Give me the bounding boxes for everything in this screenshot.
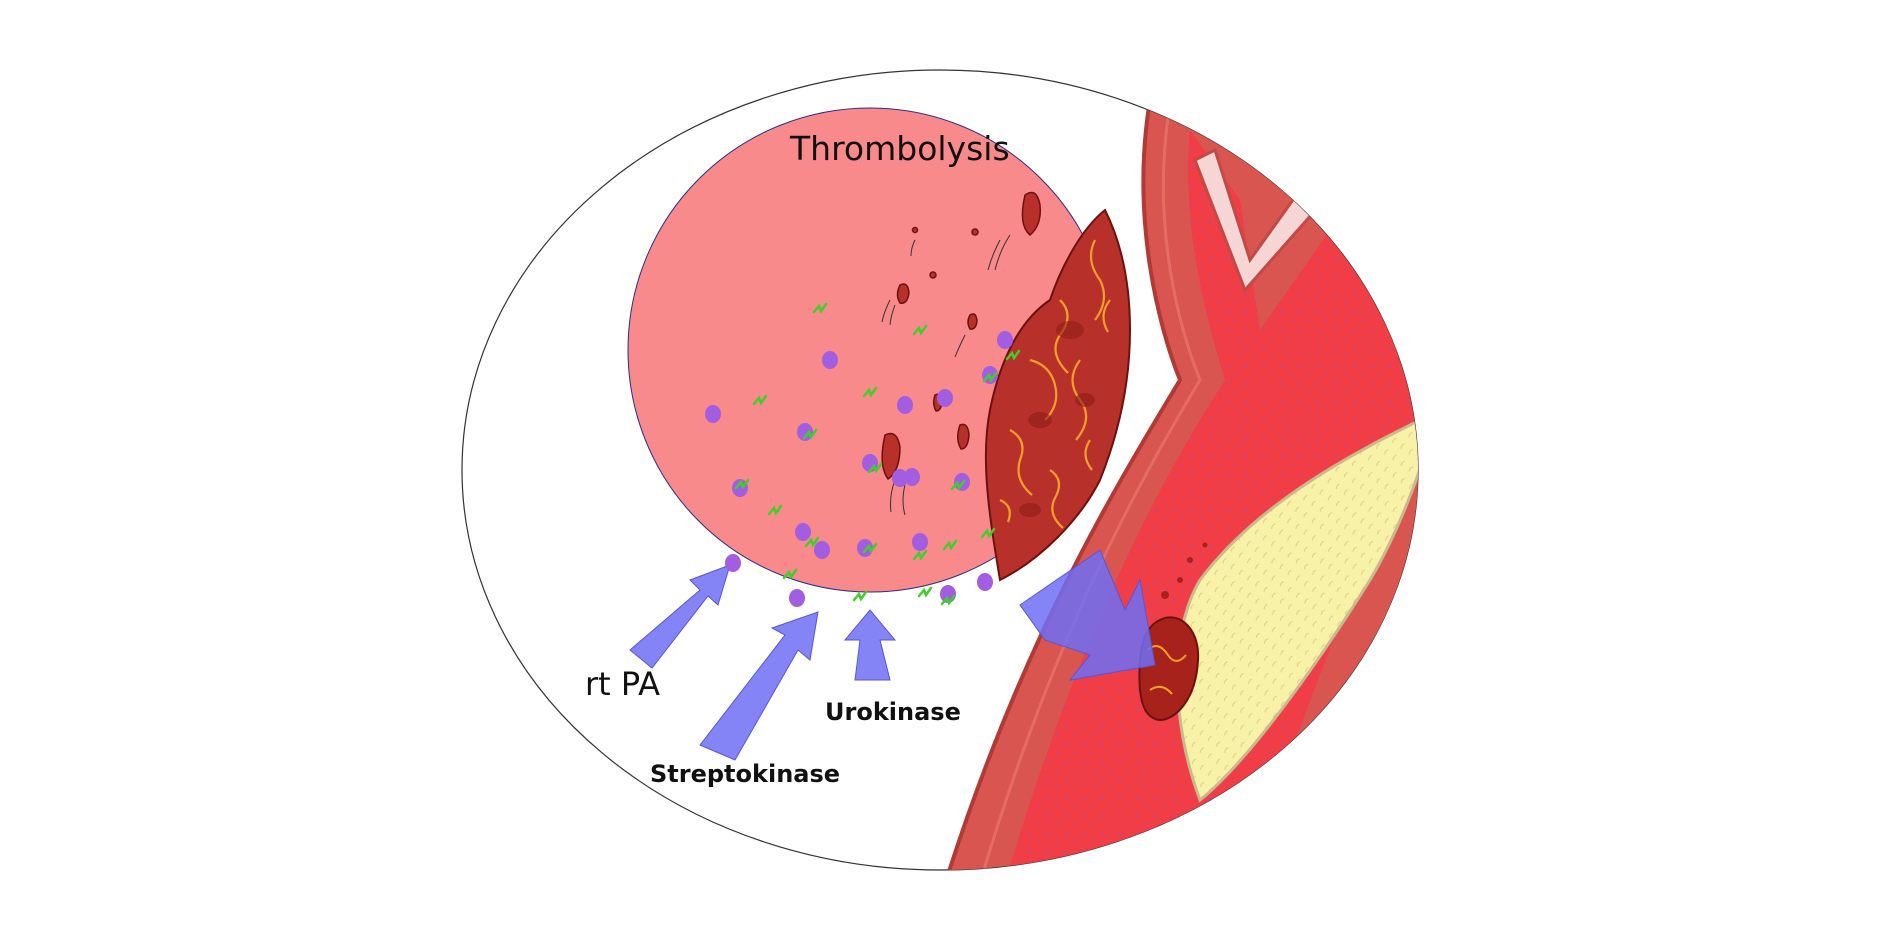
plasminogen-molecule: [892, 469, 908, 487]
label-rtpa: rt PA: [585, 665, 660, 703]
activator-molecule: [912, 549, 928, 561]
activator-molecule: [940, 594, 956, 606]
activator-molecule: [734, 478, 750, 490]
magnified-view: [627, 107, 1132, 593]
plasminogen-molecule: [814, 541, 830, 559]
clot-fragments: [881, 191, 1042, 481]
plasminogen-molecule: [705, 405, 721, 423]
plasminogen-molecule: [997, 331, 1013, 349]
clot-mass: [984, 208, 1132, 582]
plasminogen-molecule: [857, 539, 873, 557]
activator-molecule: [752, 394, 768, 406]
activator-molecule: [862, 542, 878, 554]
arrow-urokinase: [843, 609, 897, 681]
activator-molecule: [1005, 349, 1021, 361]
plasminogen-molecule: [795, 523, 811, 541]
label-streptokinase: Streptokinase: [650, 760, 840, 788]
activator-molecule: [950, 479, 966, 491]
activator-molecule: [802, 428, 818, 440]
activator-molecule: [812, 302, 828, 314]
label-urokinase: Urokinase: [825, 698, 961, 726]
plasminogen-molecule: [937, 389, 953, 407]
plasminogen-molecule: [977, 573, 993, 591]
activator-molecule: [982, 371, 998, 383]
activator-molecule: [917, 586, 933, 598]
motion-lines: [881, 234, 1011, 516]
activator-molecule: [867, 462, 883, 474]
plasminogen-molecule: [725, 554, 741, 572]
molecules: [705, 302, 1021, 607]
drug-arrows: [629, 549, 1156, 761]
plasminogen-molecule: [822, 351, 838, 369]
plasminogen-molecule: [789, 589, 805, 607]
activator-molecule: [852, 590, 868, 602]
activator-molecule: [804, 536, 820, 548]
activator-molecule: [782, 568, 798, 580]
plasminogen-molecule: [797, 423, 813, 441]
activator-molecule: [862, 386, 878, 398]
arrow-to-clot: [1019, 549, 1156, 681]
arrow-rtpa: [629, 564, 731, 669]
plasminogen-molecule: [897, 396, 913, 414]
activator-molecule: [980, 527, 996, 539]
activator-molecule: [912, 324, 928, 336]
arrow-streptokinase: [699, 611, 819, 761]
activator-molecule: [767, 504, 783, 516]
activator-molecule: [942, 539, 958, 551]
atherosclerotic-plaque: [1176, 417, 1418, 803]
diagram-title: Thrombolysis: [789, 129, 1010, 168]
plasminogen-molecule: [904, 468, 920, 486]
plasminogen-molecule: [912, 533, 928, 551]
